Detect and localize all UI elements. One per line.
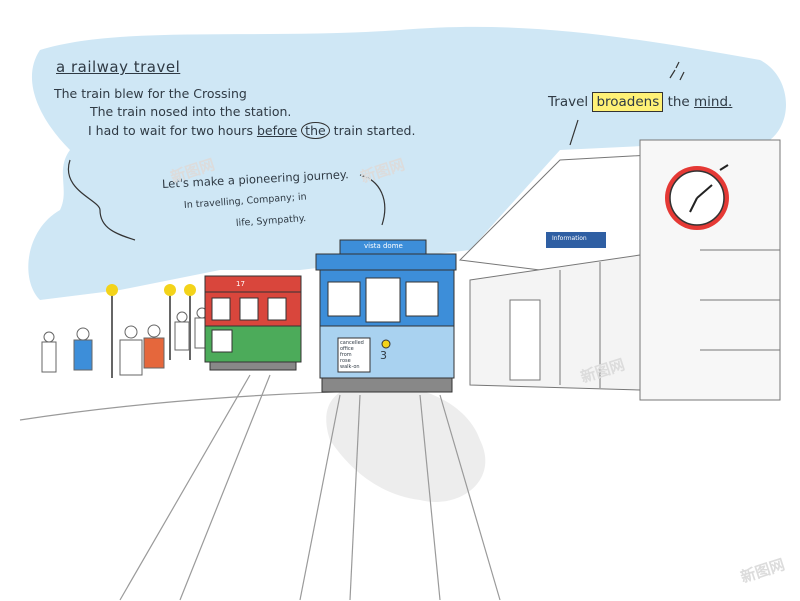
pedestrians bbox=[41, 307, 210, 376]
poem-line-3-start: I had to wait for two hours bbox=[88, 123, 253, 138]
blue-tram-sign: vista dome bbox=[364, 242, 403, 250]
blue-tram-plate: cancelled office from rose walk-on bbox=[340, 340, 364, 370]
quote-highlight: broadens bbox=[592, 92, 664, 112]
quote-underlined: mind. bbox=[694, 94, 733, 110]
poem-line-3-end: train started. bbox=[333, 123, 416, 138]
quote-after: the bbox=[667, 94, 690, 110]
doodle-arrows bbox=[67, 61, 685, 241]
red-green-tram bbox=[204, 275, 302, 371]
poem-line-1: The train blew for the Crossing bbox=[54, 86, 247, 101]
red-tram-number: 17 bbox=[236, 280, 245, 288]
poem-line-2: The train nosed into the station. bbox=[90, 104, 292, 119]
station-sign-text: Information bbox=[552, 235, 587, 242]
poem-line-3: I had to wait for two hours before the t… bbox=[88, 122, 416, 139]
plate-line-4: rose bbox=[340, 358, 351, 364]
plate-line-1: cancelled bbox=[340, 340, 364, 346]
ground-shadow bbox=[326, 384, 486, 502]
quote: Travel broadens the mind. bbox=[548, 92, 733, 112]
street-lamps bbox=[106, 284, 196, 378]
station-sign bbox=[546, 232, 606, 248]
plate-line-3: from bbox=[340, 352, 352, 358]
page-title: a railway travel bbox=[56, 58, 181, 76]
plate-line-2: office bbox=[340, 346, 354, 352]
clock-icon bbox=[665, 164, 729, 230]
plate-line-5: walk-on bbox=[340, 364, 360, 370]
quote-before: Travel bbox=[548, 94, 589, 110]
poem-line-3-before: before bbox=[256, 123, 298, 138]
station-building bbox=[458, 139, 781, 401]
blue-tram bbox=[315, 239, 457, 393]
poem-line-3-circled: the bbox=[301, 122, 330, 139]
blue-tram-number: 3 bbox=[380, 349, 387, 362]
